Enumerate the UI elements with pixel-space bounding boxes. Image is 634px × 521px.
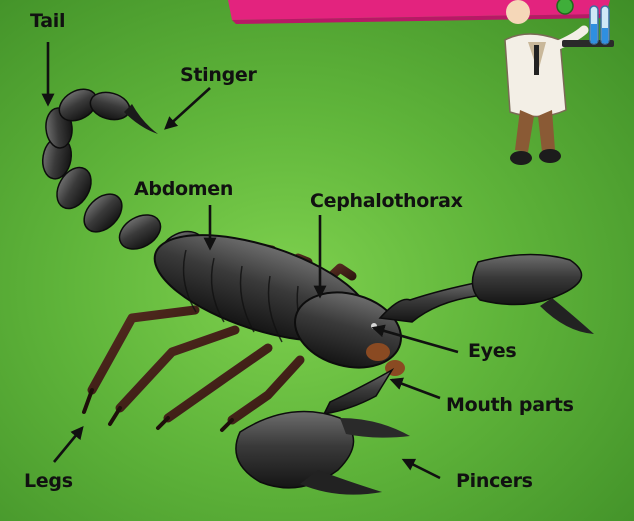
pink-banner: [228, 0, 610, 24]
label-cephalothorax: Cephalothorax: [310, 190, 463, 212]
label-stinger: Stinger: [180, 64, 257, 86]
scorpion-illustration: [40, 83, 594, 495]
label-abdomen: Abdomen: [134, 178, 233, 200]
label-pincers: Pincers: [456, 470, 533, 492]
label-eyes: Eyes: [468, 340, 516, 362]
pincers-arrow: [404, 460, 440, 478]
label-mouth-parts: Mouth parts: [446, 394, 574, 416]
label-legs: Legs: [24, 470, 73, 492]
legs-arrow: [54, 428, 82, 462]
mouth-parts-arrow: [392, 380, 440, 398]
scientist-cartoon: [505, 0, 614, 165]
label-tail: Tail: [30, 10, 65, 32]
stinger-arrow: [166, 88, 210, 128]
